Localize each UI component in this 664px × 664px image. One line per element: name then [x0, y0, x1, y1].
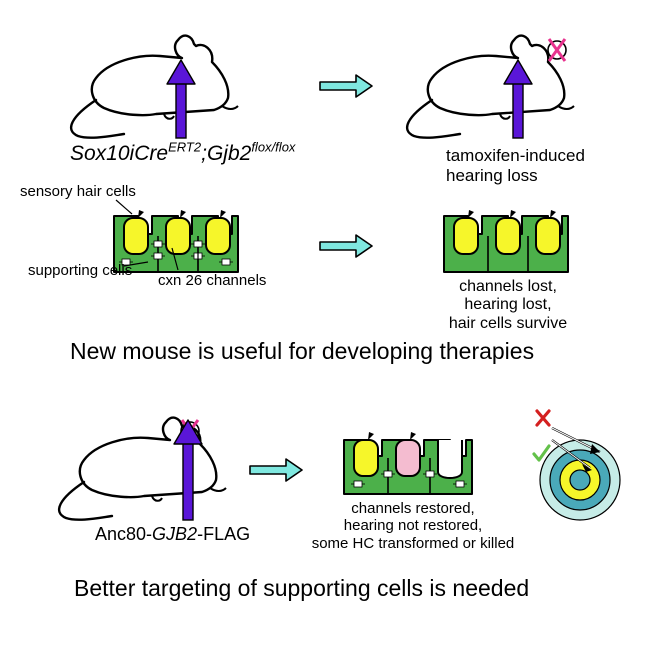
cyan-arrow-row2: [319, 234, 373, 258]
target-icon: [539, 439, 621, 521]
channels-lost-label: channels lost, hearing lost, hair cells …: [448, 278, 568, 332]
hearing-loss-label: tamoxifen-induced hearing loss: [446, 146, 585, 185]
mouse-therapy: [57, 416, 228, 521]
injection-arrow-therapy: [173, 419, 203, 521]
cyan-arrow-row3: [249, 458, 303, 482]
check-mark-icon: [532, 444, 551, 462]
tissue-restored: [343, 431, 473, 495]
cyan-arrow-row1: [319, 74, 373, 98]
mouse-right-row1: [405, 34, 576, 139]
label-pointer-supporting: [123, 261, 149, 267]
ear-crossed-icon: [547, 38, 567, 62]
supporting-cells-label: supporting cells: [28, 262, 133, 279]
killed-hair-cell-gap: [437, 440, 463, 479]
channels-restored-label: channels restored, hearing not restored,…: [311, 500, 515, 552]
dart-missed: [551, 427, 601, 454]
label-pointer-hair-cell: [115, 199, 133, 215]
cross-mark-icon: [535, 409, 551, 427]
label-pointer-channels: [171, 247, 199, 271]
transformed-hair-cell: [395, 432, 421, 477]
tissue-channels-lost: [443, 209, 569, 273]
sensory-hair-cells-label: sensory hair cells: [20, 183, 136, 200]
conclusion-1: New mouse is useful for developing thera…: [70, 338, 535, 364]
conclusion-2: Better targeting of supporting cells is …: [74, 575, 530, 601]
vector-label: Anc80-GJB2-FLAG: [95, 524, 251, 544]
dart-hit: [551, 439, 592, 472]
tissue-intact: [113, 209, 239, 273]
channels-label: cxn 26 channels: [158, 272, 267, 289]
genotype-label: Sox10iCreERT2;Gjb2flox/flox: [70, 139, 296, 165]
mouse-left-row1: [69, 34, 240, 139]
